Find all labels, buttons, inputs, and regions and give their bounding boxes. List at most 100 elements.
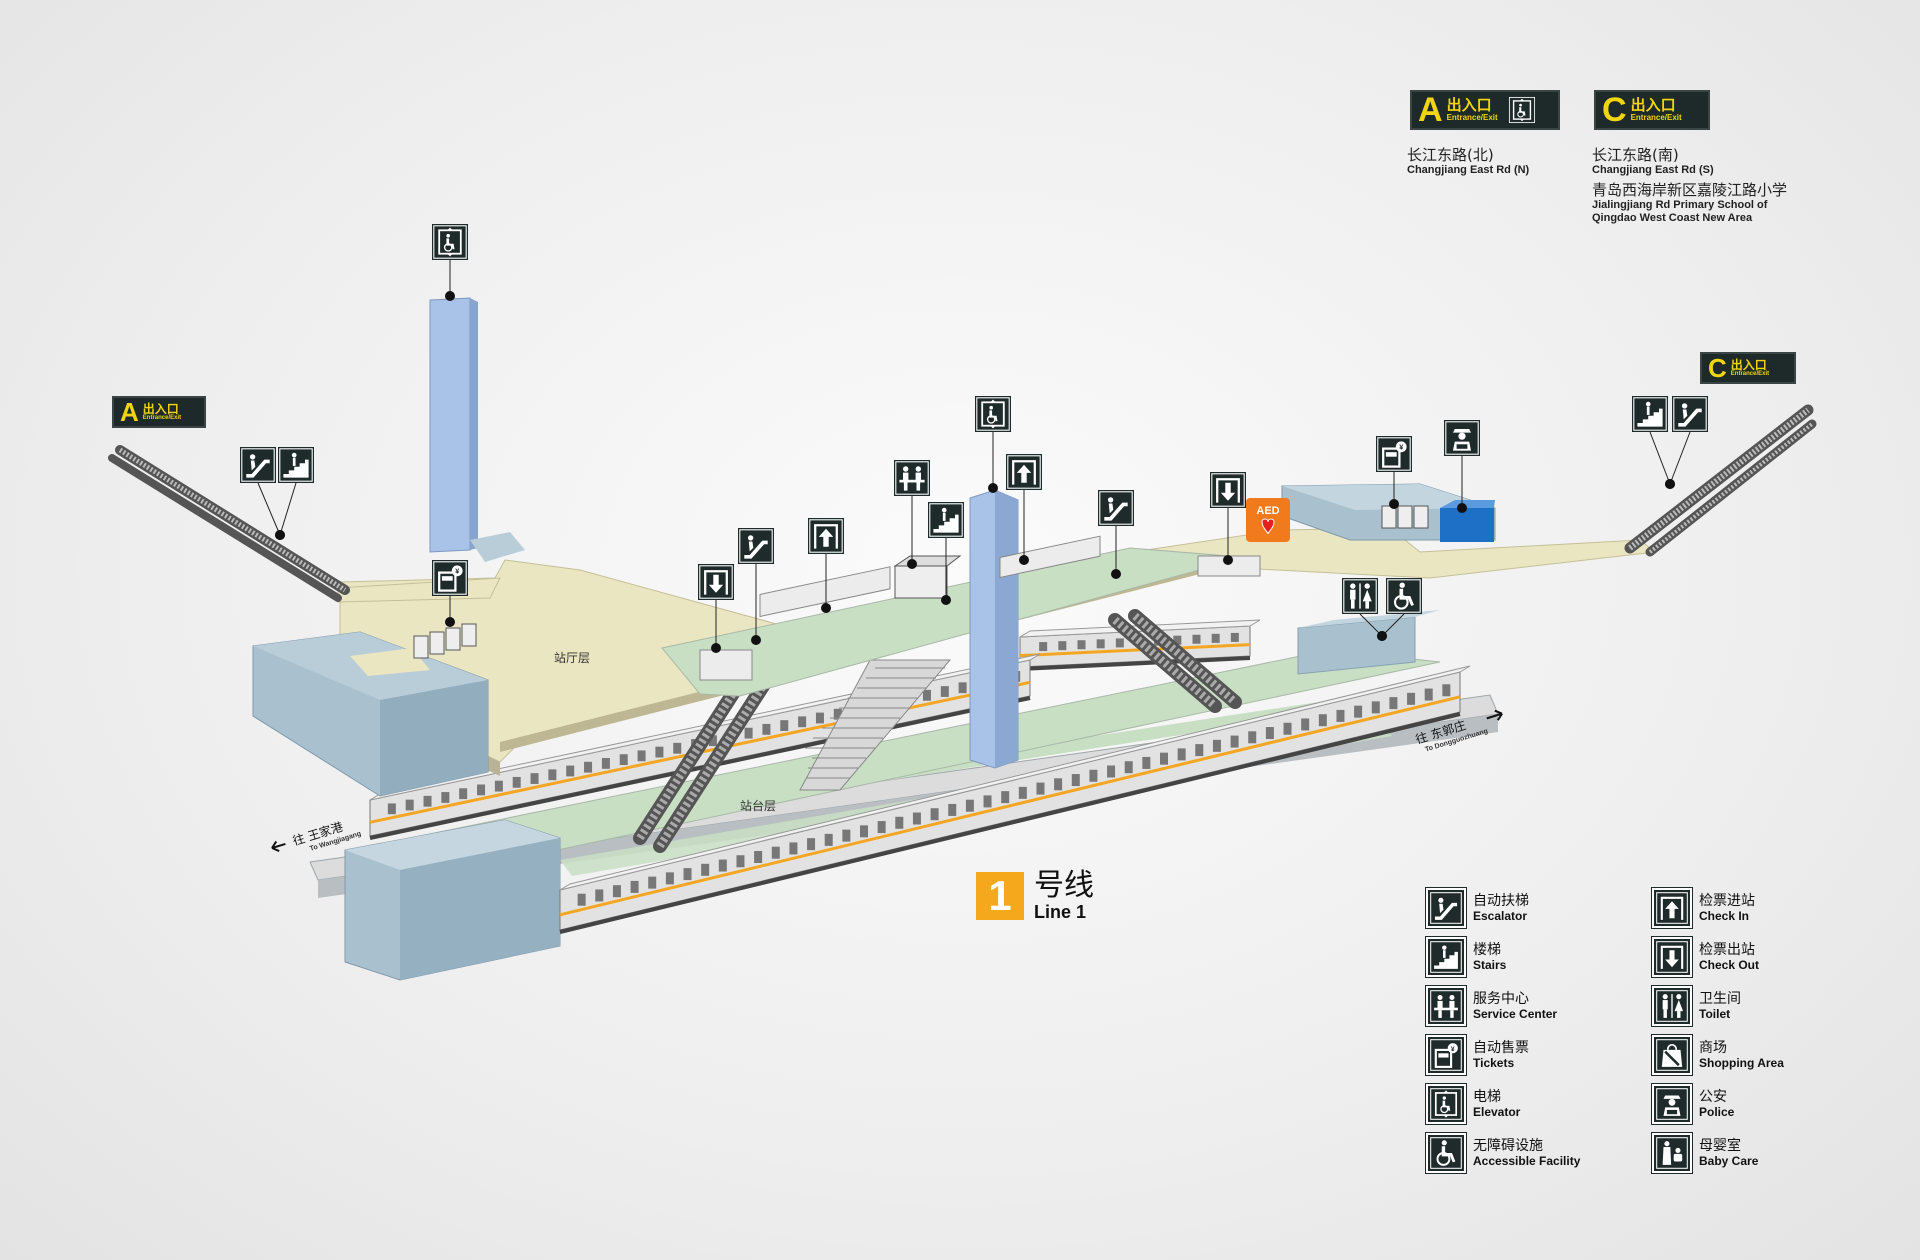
- police-icon: [1652, 1084, 1692, 1124]
- exit-a-badge-top[interactable]: A 出入口 Entrance/Exit: [1410, 90, 1560, 130]
- pin-13-tickets[interactable]: [1376, 436, 1412, 509]
- escalator-icon: [240, 447, 276, 483]
- escalator-icon: [1672, 396, 1708, 432]
- exit-c-road-cn: 长江东路(南): [1592, 146, 1679, 164]
- legend-label-cn: 自动售票: [1473, 1040, 1529, 1056]
- pin-2-stairs[interactable]: [275, 447, 314, 540]
- legend-label-en: Check Out: [1699, 958, 1760, 972]
- pin-5-escalator[interactable]: [738, 528, 774, 645]
- escalator-icon: [1098, 490, 1134, 526]
- exit-a-escalator: [108, 445, 350, 602]
- pin-6-check-in[interactable]: [808, 518, 844, 613]
- legend-label-en: Service Center: [1473, 1007, 1558, 1021]
- exit-c-school-en: Jialingjiang Rd Primary School of: [1592, 199, 1768, 211]
- pin-9-elevator[interactable]: [975, 396, 1011, 493]
- elevator-icon: [1508, 96, 1536, 124]
- tickets-icon: [1376, 436, 1412, 472]
- elevator-icon: [432, 224, 468, 260]
- line-number: 1: [976, 872, 1024, 920]
- elevator-icon: [1426, 1084, 1466, 1124]
- poi-pins: [240, 224, 1708, 653]
- tickets-icon: [432, 560, 468, 596]
- legend-label-cn: 卫生间: [1699, 991, 1741, 1007]
- line-name-cn: 号线: [1034, 868, 1094, 903]
- platform-building-left: [344, 819, 561, 981]
- toilet-icon: [1652, 986, 1692, 1026]
- exit-c-info: 长江东路(南) Changjiang East Rd (S) 青岛西海岸新区嘉陵…: [1592, 146, 1852, 225]
- legend-label-en: Stairs: [1473, 958, 1507, 972]
- pin-12-check-out[interactable]: [1210, 472, 1246, 565]
- legend-label-cn: 母婴室: [1699, 1138, 1741, 1154]
- exit-c-school-cn: 青岛西海岸新区嘉陵江路小学: [1592, 181, 1788, 199]
- legend-label-cn: 自动扶梯: [1473, 893, 1529, 909]
- concourse-building-left: [252, 631, 489, 797]
- exit-c-badge-scene[interactable]: C 出入口 Entrance/Exit: [1700, 352, 1796, 384]
- pin-17-stairs[interactable]: [1632, 396, 1675, 489]
- pin-18-escalator[interactable]: [1665, 396, 1708, 489]
- pin-4-check-out[interactable]: [698, 564, 734, 653]
- exit-c-escalator: [1624, 404, 1817, 557]
- exit-a-letter: A: [1418, 91, 1443, 129]
- stairs-icon: [1426, 937, 1466, 977]
- baby-care-icon: [1652, 1133, 1692, 1173]
- platform-label: 站台层: [740, 798, 776, 813]
- legend-label-en: Escalator: [1473, 909, 1528, 923]
- pin-14-police[interactable]: [1444, 420, 1480, 513]
- check-out-icon: [698, 564, 734, 600]
- exit-badge-cn: 出入口: [1446, 95, 1492, 114]
- legend-label-cn: 公安: [1699, 1089, 1727, 1105]
- pin-3-tickets[interactable]: [432, 560, 468, 627]
- exit-c-letter: C: [1602, 91, 1627, 129]
- exit-badge-en: Entrance/Exit: [1446, 112, 1498, 122]
- pin-16-accessible[interactable]: [1377, 578, 1422, 641]
- ticket-machines-left: [413, 623, 477, 659]
- stairs-icon: [278, 447, 314, 483]
- exit-c-badge-top[interactable]: C 出入口 Entrance/Exit: [1594, 90, 1710, 130]
- legend-label-cn: 检票出站: [1699, 942, 1755, 958]
- stairs-icon: [928, 502, 964, 538]
- ticket-machines-right: [1381, 505, 1429, 529]
- check-in-icon: [808, 518, 844, 554]
- pin-7-service-center[interactable]: [894, 460, 930, 569]
- exit-a-badge-scene[interactable]: A 出入口 Entrance/Exit: [112, 396, 206, 428]
- elevator-shaft-left: [429, 297, 525, 562]
- exit-a-info: 长江东路(北) Changjiang East Rd (N): [1407, 146, 1607, 177]
- check-in-icon: [1006, 454, 1042, 490]
- exit-a-road-cn: 长江东路(北): [1407, 146, 1494, 164]
- pin-11-escalator[interactable]: [1098, 490, 1134, 579]
- exit-c-road-en: Changjiang East Rd (S): [1592, 164, 1714, 176]
- pin-0-elevator[interactable]: [432, 224, 468, 301]
- escalator-icon: [1426, 888, 1466, 928]
- accessible-icon: [1386, 578, 1422, 614]
- ticket-gates: [699, 535, 1261, 681]
- legend-label-en: Toilet: [1699, 1007, 1731, 1021]
- legend-label-cn: 商场: [1699, 1040, 1727, 1056]
- pin-8-stairs[interactable]: [928, 502, 964, 605]
- check-out-icon: [1210, 472, 1246, 508]
- exit-a-road-en: Changjiang East Rd (N): [1407, 164, 1530, 176]
- service-center-booth: [893, 555, 962, 599]
- legend-label-en: Elevator: [1473, 1105, 1521, 1119]
- legend-label-cn: 电梯: [1473, 1089, 1501, 1105]
- aed-label: AED: [1256, 505, 1279, 517]
- concourse-label: 站厅层: [554, 651, 590, 665]
- legend-label-cn: 检票进站: [1699, 893, 1755, 909]
- legend-label-en: Check In: [1699, 909, 1750, 923]
- legend-label-en: Police: [1699, 1105, 1735, 1119]
- stairs-icon: [1632, 396, 1668, 432]
- pin-10-check-in[interactable]: [1006, 454, 1042, 565]
- escalator-icon: [738, 528, 774, 564]
- police-icon: [1444, 420, 1480, 456]
- legend-label-cn: 无障碍设施: [1473, 1138, 1543, 1154]
- legend-label-en: Baby Care: [1699, 1154, 1759, 1168]
- platform-equipment-room: [1297, 610, 1440, 675]
